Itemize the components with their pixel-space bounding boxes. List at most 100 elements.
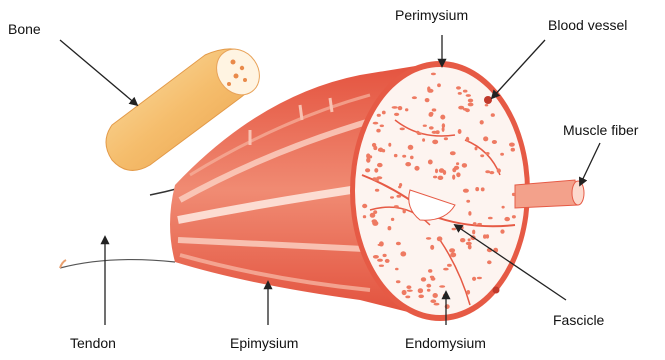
fiber-dot: [391, 218, 394, 221]
fiber-dot: [468, 103, 474, 107]
fiber-dot: [379, 148, 384, 153]
fiber-dot: [380, 125, 384, 128]
fiber-dot: [477, 277, 482, 279]
fiber-dot: [379, 265, 384, 267]
fiber-dot: [454, 166, 459, 170]
fiber-dot: [449, 248, 455, 252]
fiber-dot: [512, 193, 515, 196]
fiber-dot: [458, 106, 464, 110]
label-blood-vessel: Blood vessel: [548, 18, 627, 32]
fiber-dot: [488, 217, 493, 220]
fiber-dot: [405, 296, 410, 299]
fiber-dot: [462, 163, 467, 168]
fiber-dot: [395, 268, 399, 271]
fiber-dot: [458, 129, 462, 134]
fiber-dot: [500, 153, 504, 156]
fiber-dot: [429, 126, 434, 129]
fiber-dot: [456, 162, 459, 165]
fiber-dot: [477, 223, 482, 225]
fiber-dot: [392, 106, 398, 109]
fiber-dot: [468, 238, 471, 241]
fiber-dot: [414, 166, 419, 171]
fiber-dot: [472, 277, 476, 281]
fiber-dot: [426, 237, 431, 240]
fiber-dot: [385, 259, 390, 263]
fiber-dot: [400, 127, 405, 130]
fiber-dot: [366, 153, 370, 158]
fiber-dot: [468, 211, 471, 216]
fiber-dot: [500, 229, 504, 233]
fiber-dot: [450, 252, 456, 257]
fiber-dot: [375, 189, 379, 192]
tendon-shape: [60, 188, 180, 268]
fiber-dot: [472, 230, 475, 235]
fiber-dot: [377, 163, 383, 167]
fiber-dot: [412, 96, 417, 99]
fiber-dot: [402, 290, 407, 295]
fiber-dot: [452, 228, 457, 231]
fiber-dot: [481, 187, 485, 191]
fiber-dot: [421, 277, 426, 281]
fiber-dot: [410, 156, 414, 160]
fiber-dot: [400, 251, 406, 256]
fiber-dot: [418, 288, 423, 293]
fiber-dot: [442, 123, 445, 128]
fiber-dot: [430, 245, 434, 250]
fiber-dot: [434, 303, 440, 306]
fiber-dot: [443, 268, 449, 271]
fiber-dot: [489, 171, 494, 174]
fiber-dot: [466, 200, 470, 203]
fiber-dot: [431, 73, 436, 76]
fiber-dot: [398, 186, 401, 189]
fiber-dot: [422, 138, 425, 142]
fiber-dot: [430, 299, 436, 303]
fiber-dot: [428, 269, 432, 273]
fiber-dot: [373, 122, 379, 125]
fiber-dot: [394, 205, 399, 208]
fiber-dot: [376, 129, 380, 133]
fiber-dot: [504, 217, 510, 221]
fiber-dot: [440, 115, 445, 120]
fiber-dot: [374, 168, 378, 173]
fiber-dot: [382, 111, 386, 115]
fiber-dot: [396, 195, 401, 198]
fiber-dot: [372, 219, 378, 223]
fiber-dot: [428, 160, 433, 165]
fiber-dot: [373, 177, 377, 180]
fiber-dot: [370, 213, 376, 218]
fiber-dot: [486, 234, 489, 238]
fiber-dot: [373, 255, 379, 259]
fiber-dot: [512, 215, 516, 218]
fiber-dot: [456, 172, 460, 177]
fiber-dot: [388, 143, 391, 147]
label-tendon: Tendon: [70, 336, 116, 350]
fiber-dot: [433, 293, 438, 298]
fiber-dot: [480, 154, 484, 157]
fiber-dot: [466, 137, 470, 142]
fiber-dot: [502, 206, 505, 209]
fiber-dot: [439, 285, 445, 287]
fiber-dot: [396, 242, 401, 246]
label-endomysium: Endomysium: [405, 336, 486, 350]
fiber-dot: [473, 222, 477, 225]
fiber-dot: [468, 99, 473, 103]
fiber-dot: [427, 86, 430, 91]
fiber-dot: [425, 98, 430, 102]
fiber-dot: [427, 289, 431, 292]
fiber-dot: [463, 189, 469, 193]
fiber-dot: [423, 125, 427, 127]
fiber-dot: [379, 241, 384, 246]
fiber-dot: [437, 236, 443, 241]
fiber-dot: [408, 145, 414, 150]
fiber-dot: [373, 146, 377, 150]
fiber-dot: [429, 113, 434, 117]
fiber-dot: [418, 295, 424, 299]
fiber-dot: [492, 140, 497, 144]
fiber-dot: [466, 242, 472, 245]
fiber-dot: [433, 176, 437, 179]
fiber-dot: [485, 104, 489, 106]
fiber-dot: [450, 151, 456, 155]
fiber-dot: [363, 215, 366, 218]
fiber-dot: [475, 187, 479, 191]
fiber-dot: [468, 245, 472, 250]
